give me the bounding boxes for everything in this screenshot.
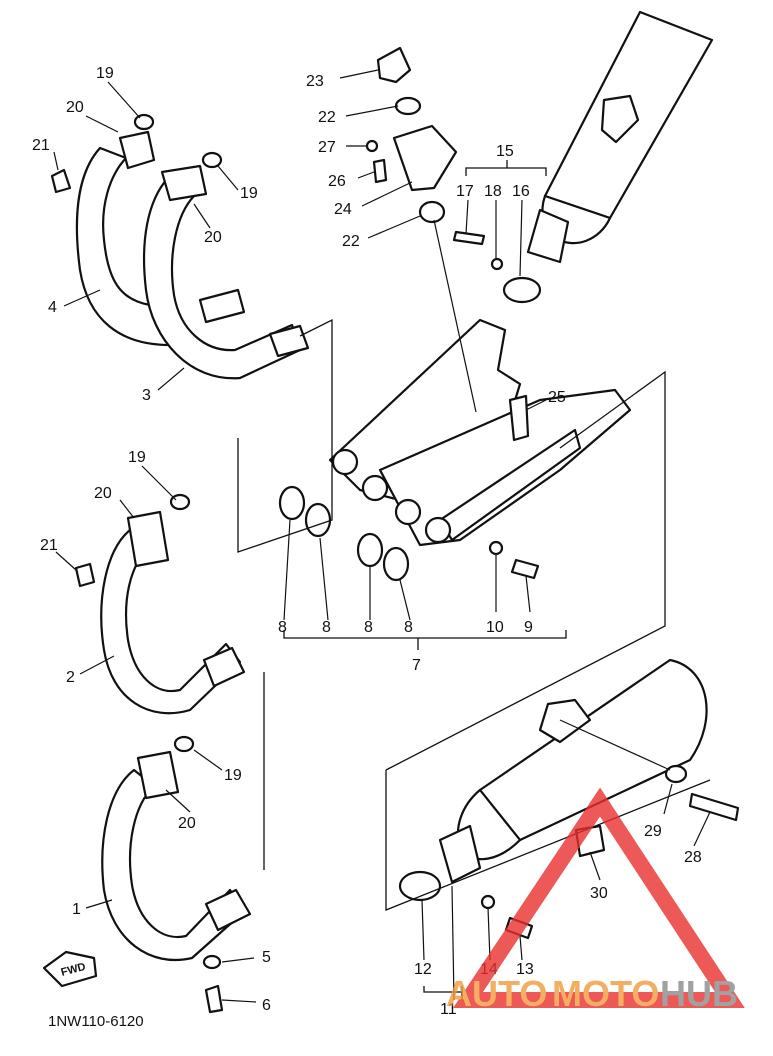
callout-11: 11: [440, 1001, 457, 1018]
callout-15: 15: [496, 143, 514, 160]
automotohub-watermark: AUTO MOTO HUB: [446, 787, 745, 1014]
callout-12: 12: [414, 961, 432, 978]
watermark-text-auto: AUTO: [446, 973, 547, 1014]
callout-1: 1: [72, 901, 81, 918]
collector-assembly: [328, 318, 632, 547]
callout-19-d: 19: [224, 767, 242, 784]
callout-20-b: 20: [204, 229, 222, 246]
hardware-parts: [50, 46, 740, 1014]
exhaust-pipe-1: [101, 750, 252, 962]
watermark-text-hub: HUB: [660, 973, 738, 1014]
callout-22-bottom: 22: [342, 233, 360, 250]
callout-17: 17: [456, 183, 474, 200]
callout-21-a: 21: [32, 137, 50, 154]
callout-8-b: 8: [322, 619, 331, 636]
watermark-text-moto: MOTO: [552, 973, 659, 1014]
callout-9: 9: [524, 619, 533, 636]
callout-6: 6: [262, 997, 271, 1014]
exhaust-pipe-3: [143, 164, 310, 380]
callout-8-d: 8: [404, 619, 413, 636]
watermark-triangle-icon: [453, 787, 745, 1008]
fwd-direction-arrow: FWD: [42, 950, 98, 988]
callout-27: 27: [318, 139, 336, 156]
callout-29: 29: [644, 823, 662, 840]
callout-leaders: [53, 69, 711, 1003]
exhaust-pipe-2: [100, 510, 246, 715]
callout-3: 3: [142, 387, 151, 404]
callout-16: 16: [512, 183, 530, 200]
callout-10: 10: [486, 619, 504, 636]
callout-24: 24: [334, 201, 352, 218]
callout-20-c: 20: [94, 485, 112, 502]
callout-19-c: 19: [128, 449, 146, 466]
callout-20-d: 20: [178, 815, 196, 832]
callout-18: 18: [484, 183, 502, 200]
callout-8-a: 8: [278, 619, 287, 636]
callout-2: 2: [66, 669, 75, 686]
callout-7: 7: [412, 657, 421, 674]
callout-28: 28: [684, 849, 702, 866]
callout-19-a: 19: [96, 65, 114, 82]
callout-22-top: 22: [318, 109, 336, 126]
callout-26: 26: [328, 173, 346, 190]
group-brackets: [283, 160, 567, 1000]
assembly-guide-lines: [237, 219, 711, 911]
diagram-code: 1NW110-6120: [48, 1013, 144, 1030]
callout-5: 5: [262, 949, 271, 966]
callout-4: 4: [48, 299, 57, 316]
callout-19-b: 19: [240, 185, 258, 202]
gasket-8-group: [278, 485, 410, 582]
callout-20-a: 20: [66, 99, 84, 116]
callout-30: 30: [590, 885, 608, 902]
callout-13: 13: [516, 961, 534, 978]
callout-8-c: 8: [364, 619, 373, 636]
callout-labels: 23 22 27 26 24 22 15 17 18 16 19 20 21 1…: [32, 65, 702, 1018]
muffler-upper: [502, 10, 714, 304]
callout-23: 23: [306, 73, 324, 90]
callout-25: 25: [548, 389, 566, 406]
callout-21-b: 21: [40, 537, 58, 554]
